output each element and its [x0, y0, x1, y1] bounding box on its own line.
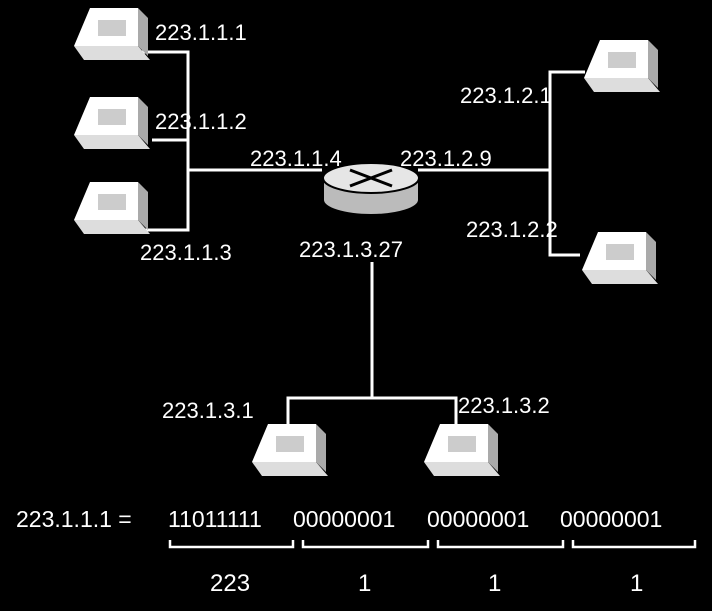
- decimal-octet: 1: [488, 570, 502, 597]
- router-interface-label: 223.1.1.4: [250, 146, 342, 171]
- brace-octet-3: [436, 540, 565, 549]
- lan-223-1-2-bus: [548, 70, 585, 257]
- decimal-octet: 223: [210, 570, 251, 597]
- binary-octet: 00000001: [427, 506, 530, 532]
- lan-223-1-3-bus: [286, 396, 458, 425]
- host-address-label: 223.1.3.2: [458, 393, 550, 418]
- host-address-label: 223.1.1.3: [140, 240, 232, 265]
- host-computer-icon: [74, 8, 150, 60]
- host-address-label: 223.1.2.2: [466, 217, 558, 242]
- brace-octet-1: [168, 540, 295, 549]
- host-computer-icon: [424, 424, 500, 476]
- host-address-label: 223.1.3.1: [162, 398, 254, 423]
- host-computer-icon: [582, 232, 658, 284]
- host-computer-icon: [74, 97, 150, 149]
- host-computer-icon: [252, 424, 328, 476]
- dotted-decimal-address: 223.1.1.1 =: [16, 506, 132, 532]
- router-interface-label: 223.1.2.9: [400, 146, 492, 171]
- binary-octet: 00000001: [293, 506, 396, 532]
- octet-braces: [168, 540, 697, 549]
- router-icon: [322, 162, 420, 216]
- host-address-label: 223.1.1.1: [155, 20, 247, 45]
- brace-octet-2: [301, 540, 430, 549]
- brace-octet-4: [571, 540, 697, 549]
- router-interface-label: 223.1.3.27: [299, 237, 403, 262]
- decimal-octet: 1: [630, 570, 644, 597]
- host-computer-icon: [74, 182, 150, 234]
- host-address-label: 223.1.2.1: [460, 83, 552, 108]
- binary-octet: 00000001: [560, 506, 663, 532]
- host-address-label: 223.1.1.2: [155, 109, 247, 134]
- binary-octet: 11011111: [168, 506, 262, 532]
- decimal-octet: 1: [358, 570, 372, 597]
- host-computer-icon: [584, 40, 660, 92]
